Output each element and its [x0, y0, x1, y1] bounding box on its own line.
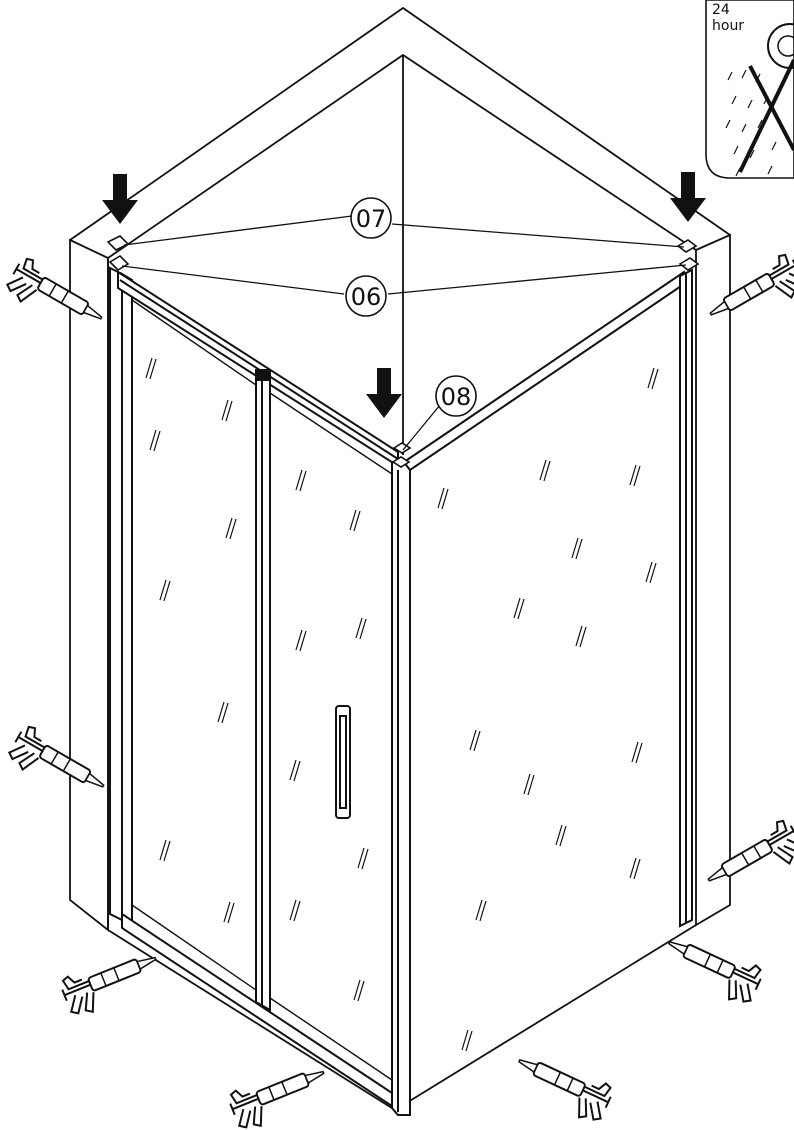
svg-text:06: 06 [351, 283, 382, 311]
sealant-gun-icon [657, 927, 766, 1009]
down-arrow-icon [366, 368, 402, 418]
cap-right-07 [676, 239, 698, 253]
cap-left-07 [106, 235, 130, 251]
part-label-07: 07 [350, 197, 392, 239]
leader-lines [121, 215, 687, 451]
right-wall [695, 233, 731, 927]
left-wall-profile [109, 266, 123, 922]
corner-post [391, 461, 411, 1116]
wall-top-outline [69, 6, 731, 241]
left-wall [69, 238, 109, 932]
sealant-gun-icon [225, 1056, 335, 1130]
cap-centre-08b [391, 456, 411, 468]
side-panel [402, 268, 693, 928]
sealant-gun-icon [507, 1045, 616, 1127]
door-frame [109, 266, 411, 1116]
door-roller [255, 369, 271, 381]
door-handle [335, 705, 351, 819]
part-label-08: 08 [435, 375, 477, 417]
cure-note-hours: 24 [712, 2, 730, 18]
top-rail-right [402, 270, 692, 472]
down-arrow-icon [102, 174, 138, 224]
wall-inner-outline [107, 53, 697, 259]
cap-left-06 [108, 254, 130, 272]
part-label-06: 06 [345, 275, 387, 317]
cure-time-note: 24 hour [705, 0, 794, 179]
svg-text:07: 07 [356, 205, 387, 233]
no-shower-icon [725, 23, 794, 177]
cap-right-06 [678, 257, 700, 271]
cure-note-unit: hour [712, 18, 744, 34]
svg-text:08: 08 [441, 383, 472, 411]
left-profile-inner [121, 272, 133, 928]
